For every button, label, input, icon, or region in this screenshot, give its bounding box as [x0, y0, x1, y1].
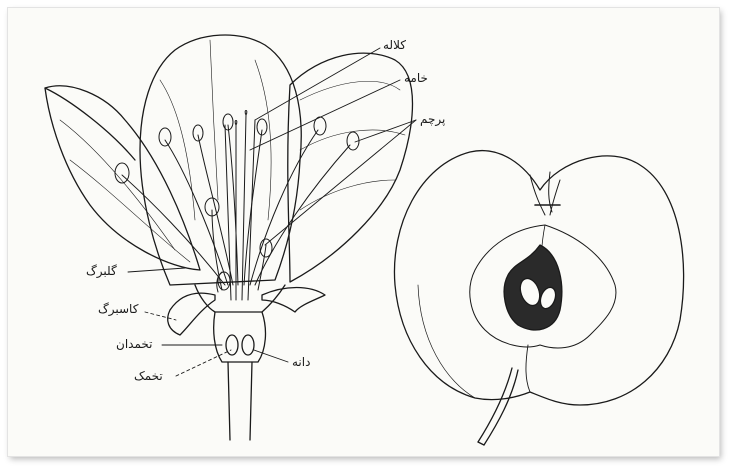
label-style: خامه: [404, 72, 428, 84]
label-seed: دانه: [292, 356, 310, 368]
label-petal: گلبرگ: [86, 265, 117, 277]
label-ovule: تخمک: [134, 370, 163, 382]
petal-center: [140, 35, 301, 285]
label-ovary: تخمدان: [116, 338, 152, 350]
label-sepal: کاسبرگ: [98, 303, 138, 315]
label-stigma: کلاله: [383, 39, 406, 51]
sepal-right: [262, 288, 325, 313]
apple-stem: [478, 368, 518, 445]
stem: [228, 362, 252, 440]
petal-left: [45, 86, 200, 270]
flower-drawing: [45, 35, 416, 440]
petal-right: [288, 53, 413, 282]
label-stamen: پرچم: [420, 113, 445, 125]
ovule-right: [242, 335, 254, 355]
sepal-left: [168, 293, 215, 335]
apple-drawing: [394, 151, 683, 445]
